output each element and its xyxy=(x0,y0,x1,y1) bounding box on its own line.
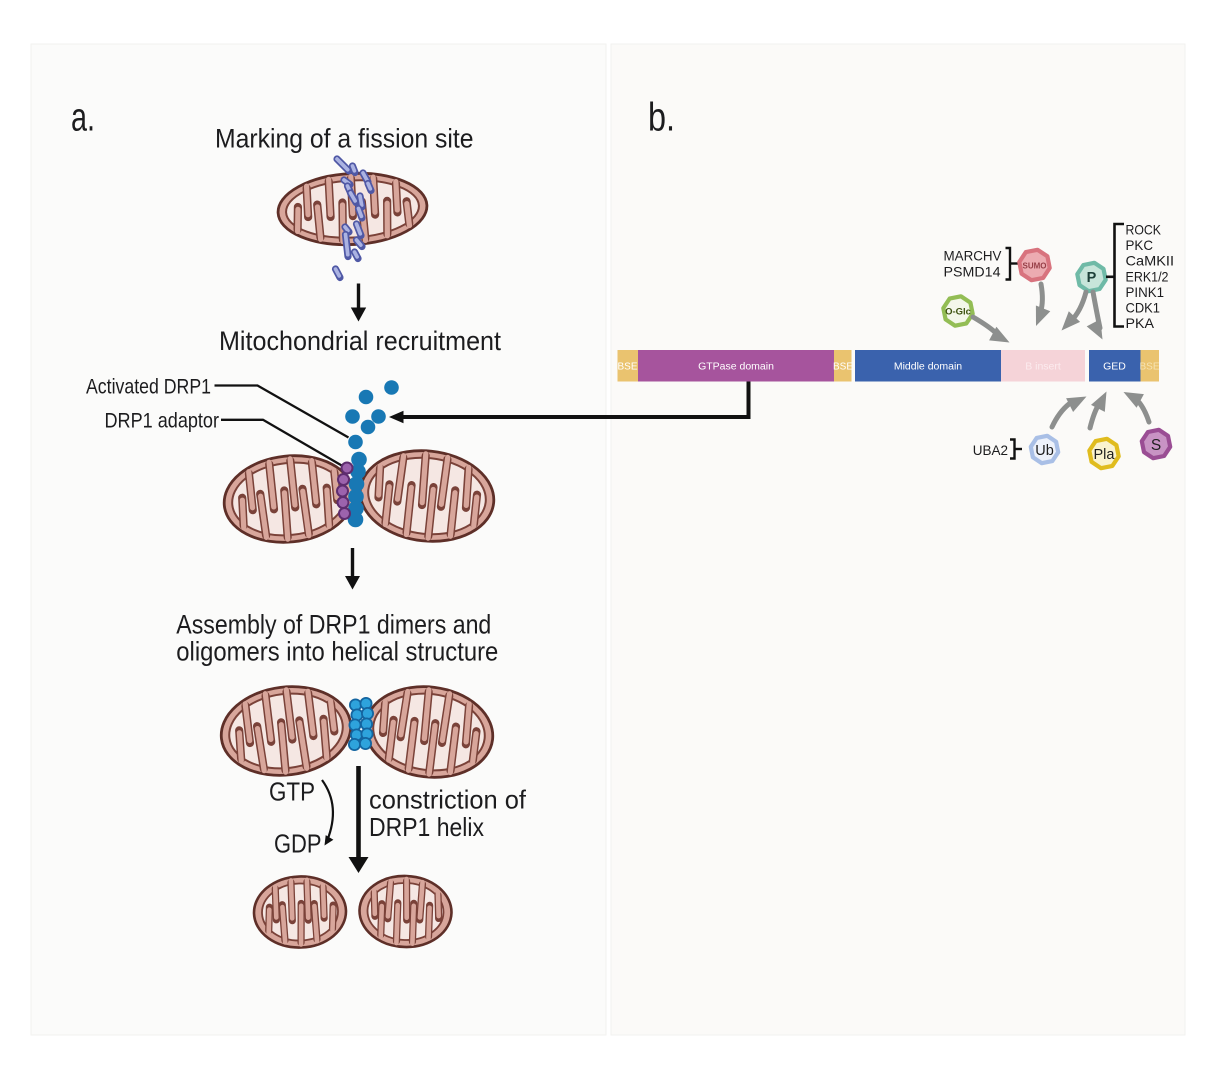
svg-text:O-Glc: O-Glc xyxy=(945,307,971,318)
svg-text:CaMKII: CaMKII xyxy=(1126,253,1175,269)
svg-text:B insert: B insert xyxy=(1025,361,1061,373)
svg-text:BSE: BSE xyxy=(1139,362,1159,373)
svg-text:GDP: GDP xyxy=(274,829,322,859)
svg-text:SUMO: SUMO xyxy=(1023,262,1047,271)
svg-text:DRP1 helix: DRP1 helix xyxy=(369,812,484,842)
svg-text:PKA: PKA xyxy=(1126,315,1155,331)
svg-text:Pla: Pla xyxy=(1094,447,1116,463)
svg-text:oligomers into helical structu: oligomers into helical structure xyxy=(176,637,498,667)
svg-text:b.: b. xyxy=(648,96,675,140)
svg-text:DRP1 adaptor: DRP1 adaptor xyxy=(105,409,220,433)
svg-text:Assembly of DRP1 dimers and: Assembly of DRP1 dimers and xyxy=(176,610,491,640)
svg-text:GTP: GTP xyxy=(269,777,315,807)
svg-text:P: P xyxy=(1087,270,1097,286)
svg-text:PSMD14: PSMD14 xyxy=(944,265,1002,280)
svg-text:Marking of a fission site: Marking of a fission site xyxy=(215,124,474,154)
svg-text:CDK1: CDK1 xyxy=(1126,300,1161,316)
svg-text:GTPase domain: GTPase domain xyxy=(698,361,774,373)
svg-text:Activated DRP1: Activated DRP1 xyxy=(86,375,211,399)
svg-text:S: S xyxy=(1151,437,1161,454)
svg-text:Middle domain: Middle domain xyxy=(894,361,962,373)
svg-text:BSE: BSE xyxy=(833,362,853,373)
svg-text:UBA2: UBA2 xyxy=(973,443,1008,458)
svg-text:Mitochondrial recruitment: Mitochondrial recruitment xyxy=(219,326,501,356)
svg-text:Ub: Ub xyxy=(1035,443,1054,459)
svg-text:ROCK: ROCK xyxy=(1126,222,1162,238)
svg-text:PKC: PKC xyxy=(1126,237,1154,253)
svg-text:MARCHV: MARCHV xyxy=(944,249,1002,264)
svg-text:GED: GED xyxy=(1103,361,1126,373)
svg-text:ERK1/2: ERK1/2 xyxy=(1126,268,1169,284)
svg-text:PINK1: PINK1 xyxy=(1126,284,1165,300)
svg-text:BSE: BSE xyxy=(617,362,637,373)
svg-text:constriction of: constriction of xyxy=(369,785,527,815)
svg-text:a.: a. xyxy=(71,96,95,140)
